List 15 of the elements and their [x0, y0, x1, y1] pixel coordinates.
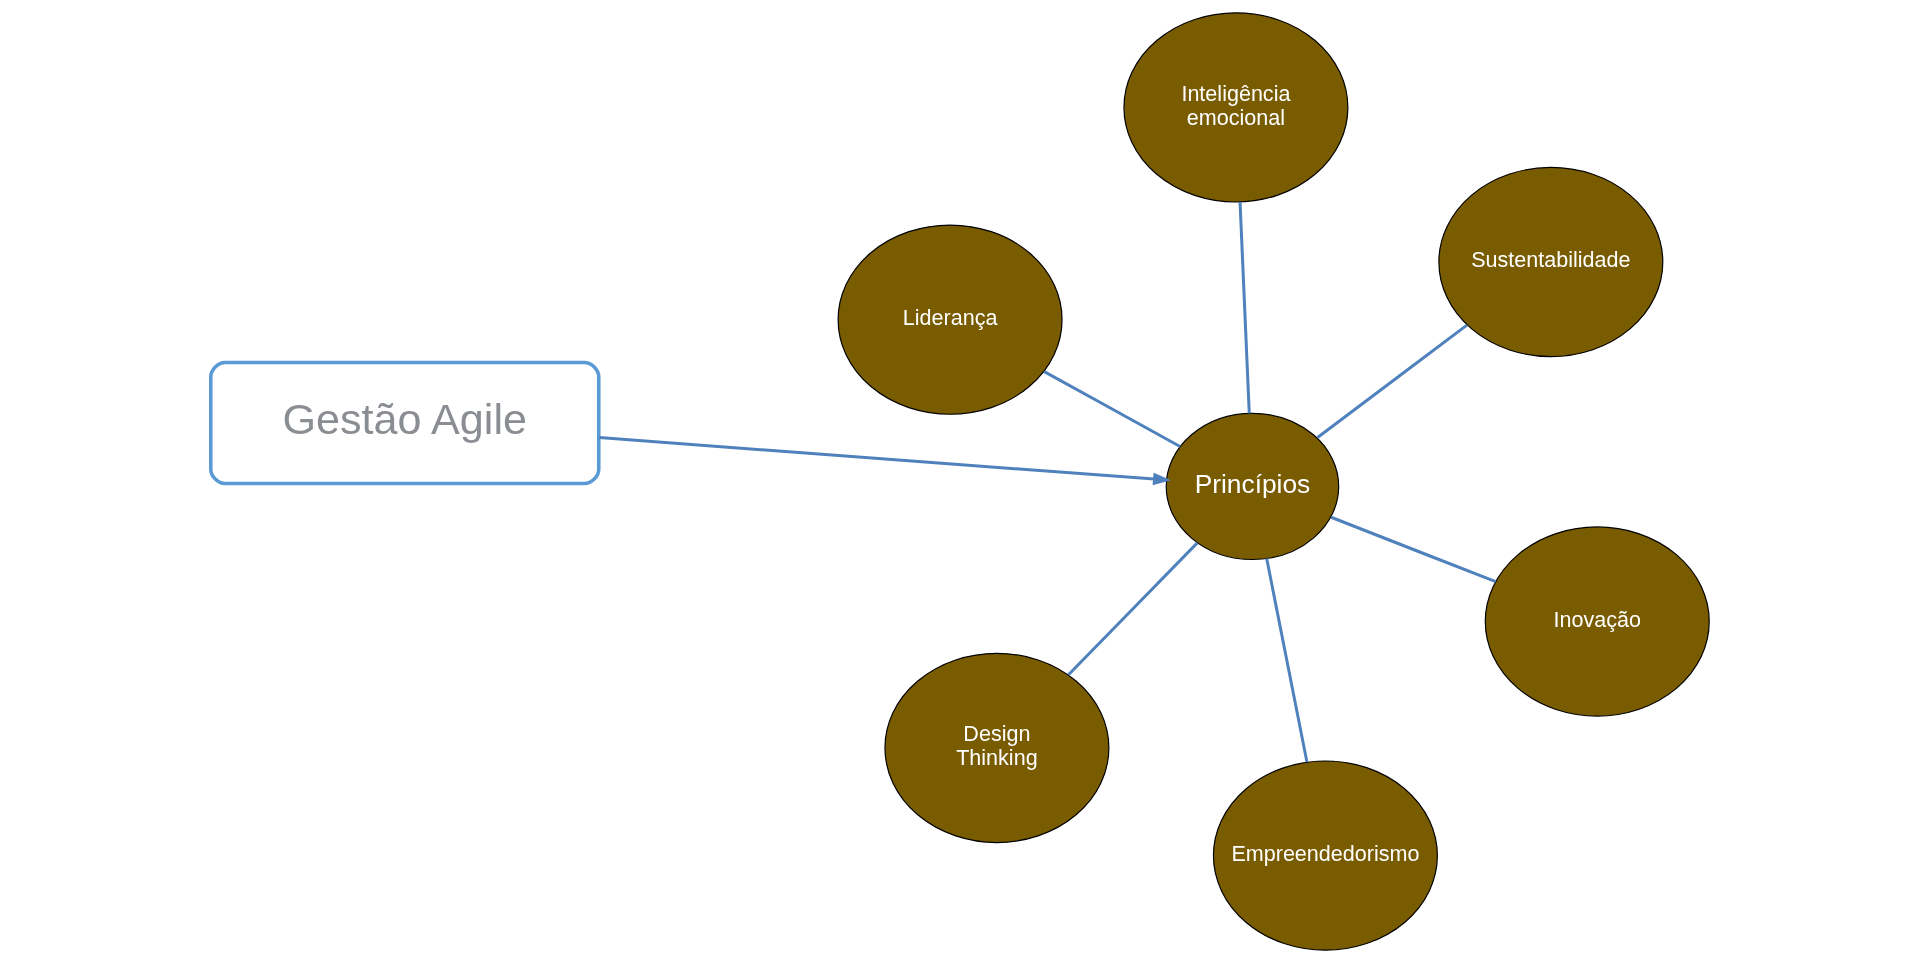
connector [1066, 541, 1198, 676]
connector [1043, 370, 1181, 448]
node-ellipse: Princípios [1165, 412, 1339, 561]
connector [1264, 558, 1308, 763]
node-ellipse: Inteligência emocional [1122, 12, 1348, 203]
node-ellipse: Liderança [837, 224, 1063, 415]
node-ellipse: Empreendedorismo [1212, 760, 1438, 951]
connector [1315, 323, 1468, 439]
arrow [598, 436, 1171, 486]
node-ellipse: Design Thinking [883, 652, 1109, 844]
node-ellipse: Inovação [1484, 526, 1710, 717]
node-ellipse: Sustentabilidade [1437, 166, 1663, 358]
connector [1330, 515, 1496, 584]
connector [1238, 202, 1251, 414]
node-box: Gestão Agile [208, 360, 601, 486]
